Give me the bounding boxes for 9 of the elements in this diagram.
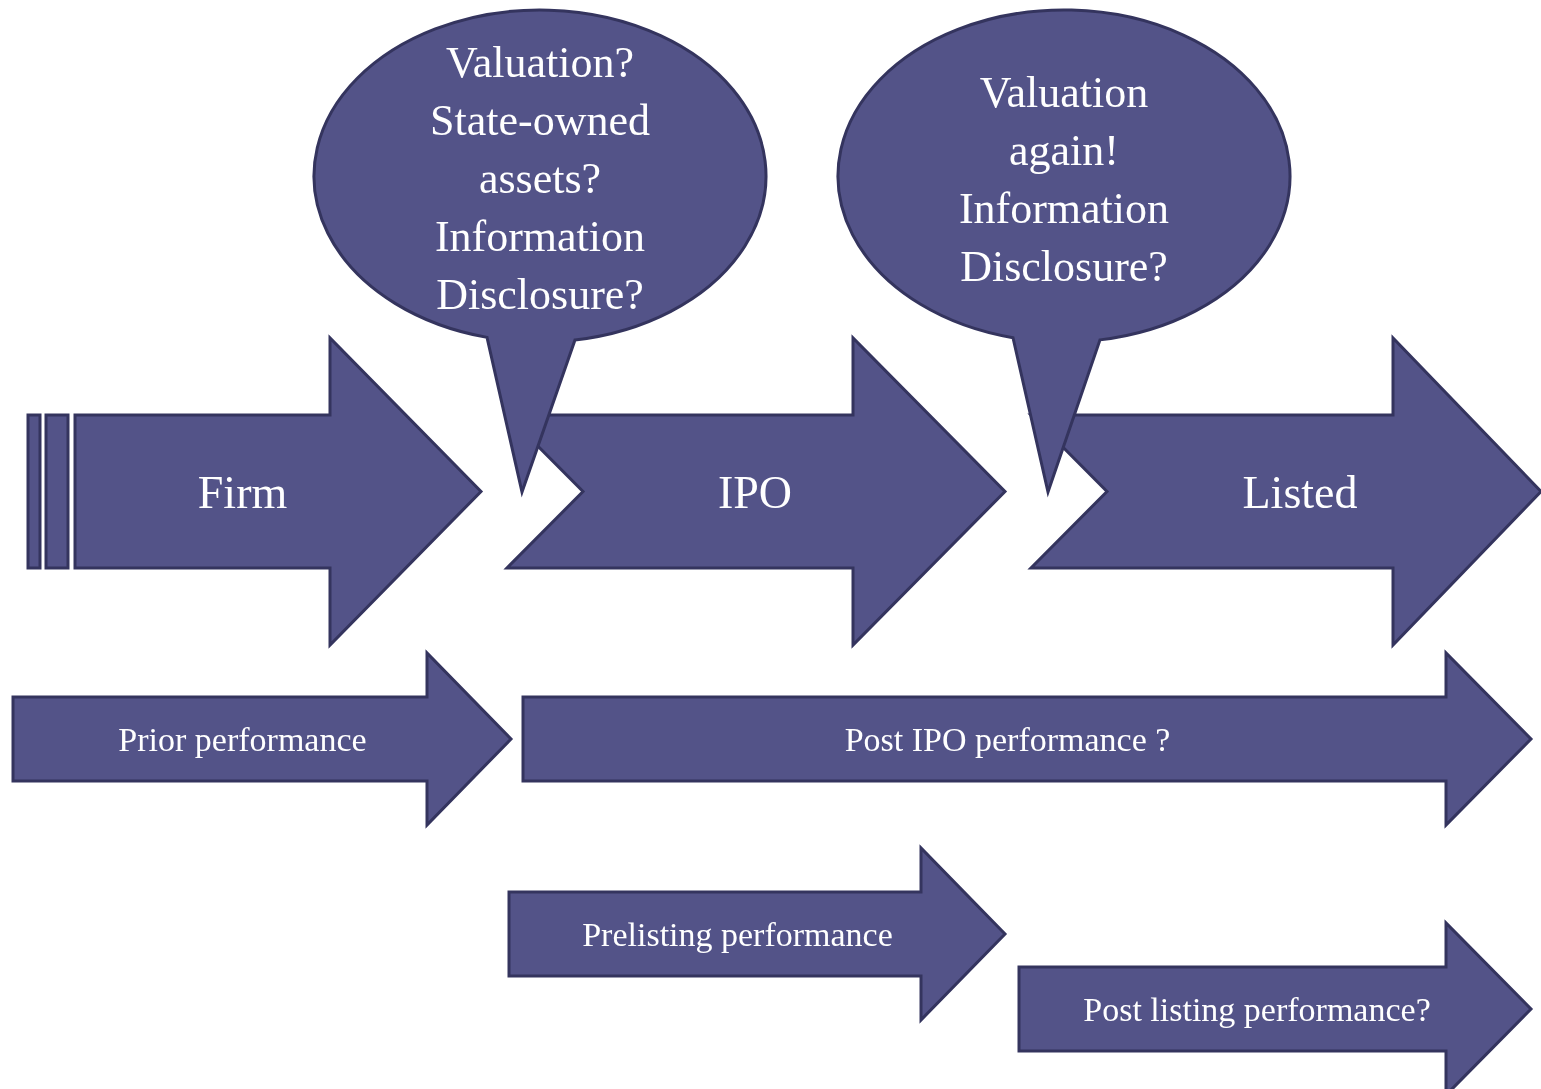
- node-label: Valuation? State-owned assets? Information Disclosure?: [429, 37, 651, 321]
- node-label: IPO: [716, 465, 794, 520]
- node-label: Prior performance: [117, 719, 368, 760]
- node-label: Post IPO performance ?: [843, 719, 1172, 760]
- node-label: Prelisting performance: [581, 914, 894, 955]
- node-label: Listed: [1241, 465, 1359, 520]
- node-label: Valuation again! Information Disclosure?: [957, 66, 1171, 293]
- node-label: Post listing performance?: [1082, 989, 1432, 1030]
- node-label: Firm: [196, 465, 289, 520]
